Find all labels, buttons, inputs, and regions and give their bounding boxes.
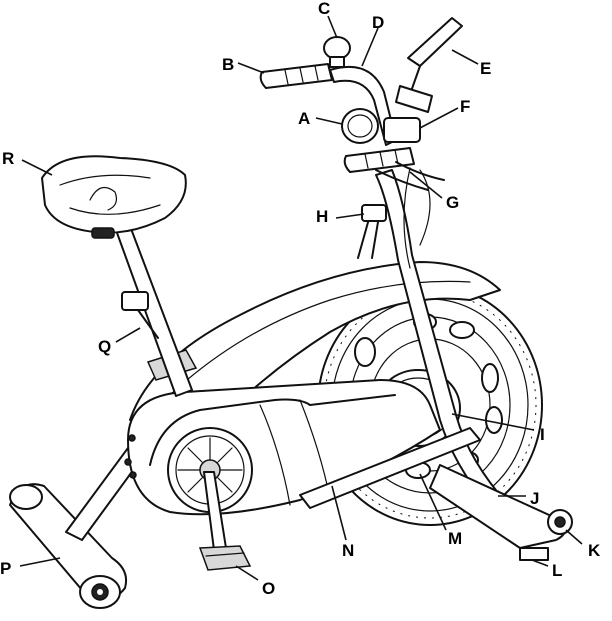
label-n: N bbox=[342, 541, 354, 560]
label-l: L bbox=[552, 561, 562, 580]
label-j: J bbox=[530, 489, 539, 508]
seat bbox=[42, 156, 186, 238]
label-c: C bbox=[318, 0, 330, 18]
tension-knob bbox=[358, 205, 386, 258]
device-holder bbox=[396, 18, 462, 112]
label-e: E bbox=[480, 59, 491, 78]
label-q: Q bbox=[98, 337, 111, 356]
label-a: A bbox=[298, 109, 310, 128]
label-p: P bbox=[0, 559, 11, 578]
label-f: F bbox=[460, 97, 470, 116]
label-r: R bbox=[2, 149, 14, 168]
label-i: I bbox=[540, 425, 545, 444]
label-b: B bbox=[222, 55, 234, 74]
label-d: D bbox=[372, 13, 384, 32]
label-h: H bbox=[316, 207, 328, 226]
label-g: G bbox=[446, 193, 459, 212]
label-o: O bbox=[262, 579, 275, 598]
label-m: M bbox=[448, 529, 462, 548]
handlebar bbox=[261, 37, 444, 268]
label-k: K bbox=[588, 541, 601, 560]
computer bbox=[342, 109, 378, 143]
